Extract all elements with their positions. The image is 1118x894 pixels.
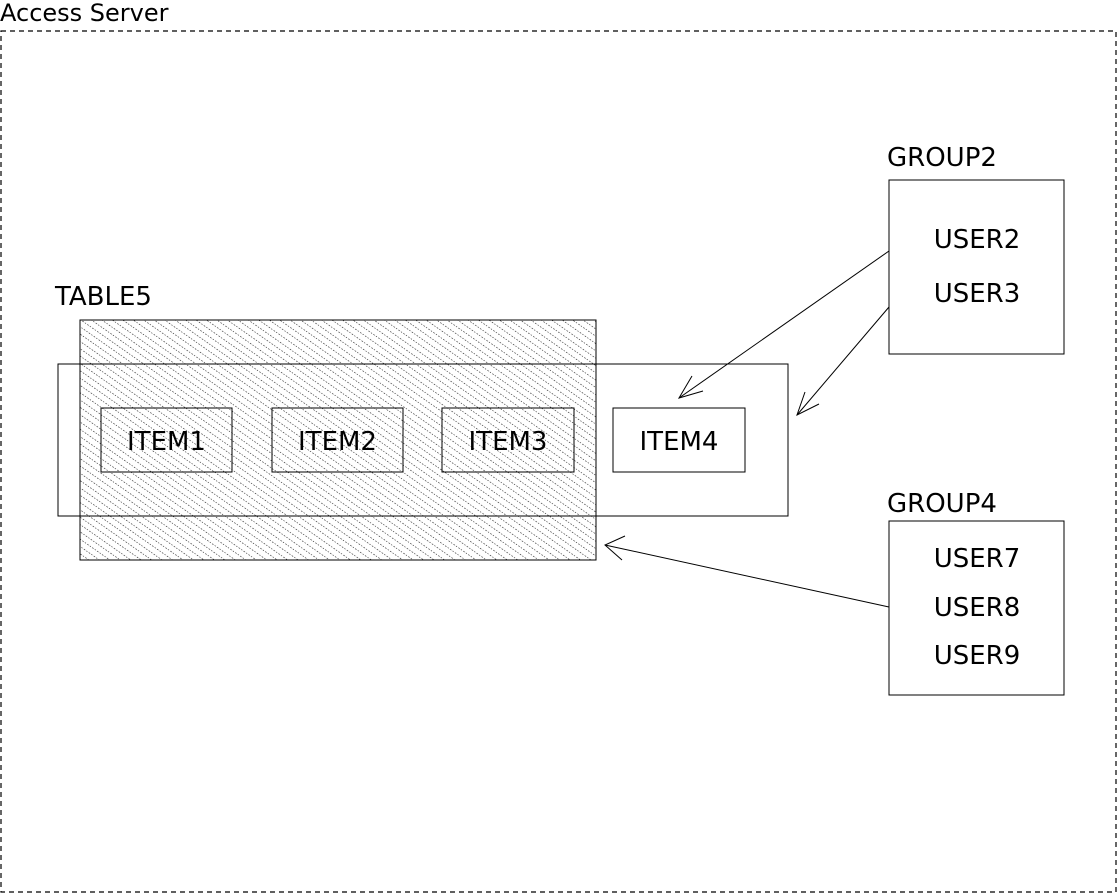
access-arrow — [796, 306, 890, 416]
table-shaded-area — [79, 319, 597, 561]
group-box — [888, 520, 1065, 696]
user-label: USER3 — [934, 279, 1021, 309]
group-box — [888, 179, 1065, 355]
user-label: USER7 — [934, 544, 1021, 574]
access-arrow — [604, 535, 890, 608]
item-box: ITEM4 — [612, 407, 746, 473]
item-box: ITEM2 — [271, 407, 404, 473]
group-label: GROUP4 — [887, 489, 997, 519]
item-label: ITEM3 — [469, 427, 548, 457]
group-label: GROUP2 — [887, 143, 997, 173]
table-label: TABLE5 — [54, 282, 152, 312]
item-label: ITEM4 — [640, 427, 719, 457]
server-label: Access Server — [0, 0, 169, 27]
server-boundary — [0, 30, 1117, 893]
item-box: ITEM1 — [100, 407, 233, 473]
table-frame — [57, 363, 789, 517]
item-label: ITEM2 — [298, 427, 377, 457]
user-label: USER9 — [934, 641, 1021, 671]
item-label: ITEM1 — [127, 427, 206, 457]
item-box: ITEM3 — [441, 407, 575, 473]
access-arrow — [677, 250, 890, 399]
user-label: USER2 — [934, 225, 1021, 255]
user-label: USER8 — [934, 593, 1021, 623]
